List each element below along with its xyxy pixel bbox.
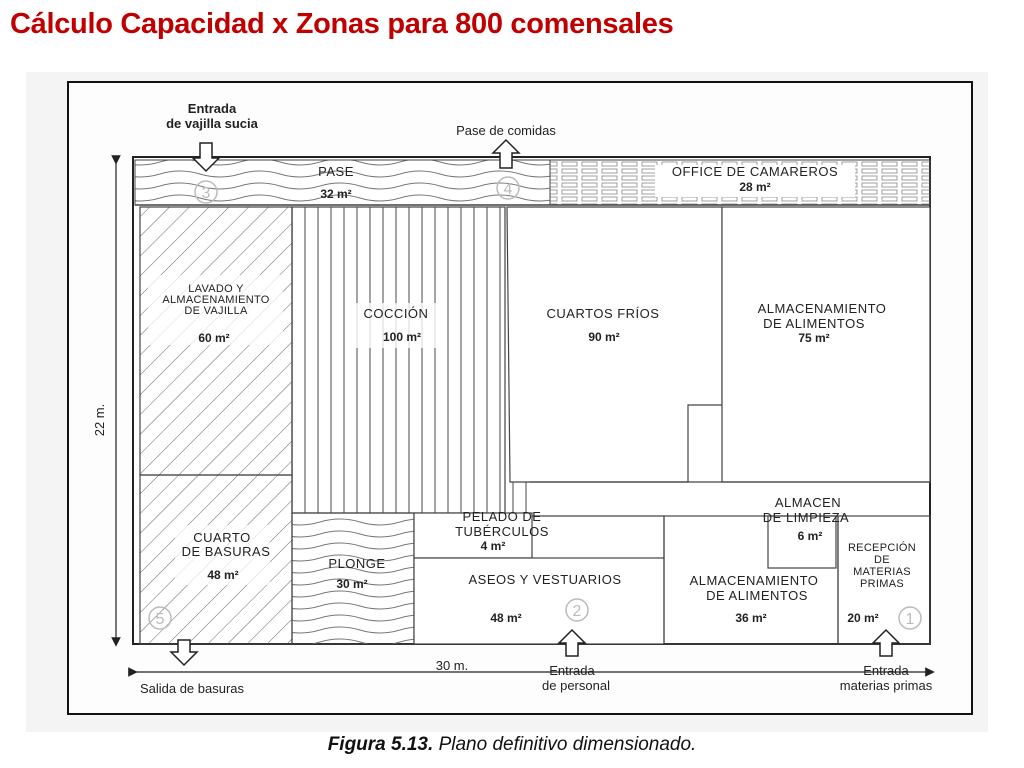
raw-materials-entry-line2: materias primas (840, 678, 933, 693)
zone-almacenamiento-1 (721, 206, 931, 483)
pase-label: PASE (318, 164, 354, 179)
zone-number-circle (898, 606, 922, 630)
figure-caption: Figura 5.13. Plano definitivo dimensiona… (0, 734, 1024, 756)
zone-number-circle (148, 606, 172, 630)
zone-number-circle (194, 180, 218, 204)
recepcion-line4: PRIMAS (860, 578, 904, 590)
pelado-area: 4 m² (481, 539, 506, 553)
almac-2-line2: DE ALIMENTOS (706, 588, 808, 603)
recepcion-line2: DE (874, 554, 890, 566)
zone-number-3: 3 (202, 185, 211, 202)
food-pass-label: Pase de comidas (456, 123, 556, 138)
almac-2-area: 36 m² (735, 611, 766, 625)
staff-entry-line2: de personal (542, 678, 610, 693)
coccion-area: 100 m² (383, 330, 421, 344)
coccion-label: COCCIÓN (364, 306, 429, 321)
limpieza-line1: ALMACEN (775, 495, 841, 510)
zone-number-circle (565, 598, 589, 622)
zone-plonge (291, 512, 415, 645)
cuartos-frios-area: 90 m² (588, 330, 619, 344)
entry-dirty-dishes-line2: de vajilla sucia (166, 116, 259, 131)
cuartos-frios-label: CUARTOS FRÍOS (547, 306, 660, 321)
arrow-up-icon (871, 628, 901, 657)
almac-1-line1: ALMACENAMIENTO (758, 301, 887, 316)
slide-title: Cálculo Capacidad x Zonas para 800 comen… (10, 8, 674, 40)
almac-1-area: 75 m² (798, 331, 829, 345)
basuras-area: 48 m² (207, 568, 238, 582)
recepcion-line3: MATERIAS (853, 566, 911, 578)
width-label: 30 m. (436, 658, 469, 673)
lavado-line1: LAVADO Y (188, 283, 244, 295)
figure-number: Figura 5.13. (327, 734, 434, 755)
zone-number-4: 4 (504, 181, 513, 198)
pelado-line2: TUBÉRCULOS (455, 524, 549, 539)
zone-number-5: 5 (156, 611, 165, 628)
entry-dirty-dishes-line1: Entrada (188, 101, 237, 116)
basuras-line1: CUARTO (193, 530, 250, 545)
arrow-up-icon (557, 628, 587, 657)
almac-1-line2: DE ALIMENTOS (763, 316, 865, 331)
lavado-line2: ALMACENAMIENTO (162, 294, 269, 306)
height-label: 22 m. (92, 404, 107, 437)
arrow-up-icon (491, 138, 521, 169)
zone-pelado (413, 512, 533, 559)
zone-almacen-limpieza (767, 515, 837, 569)
plonge-label: PLONGE (328, 556, 385, 571)
trash-exit-label: Salida de basuras (140, 681, 245, 696)
plonge-area: 30 m² (336, 577, 367, 591)
office-area: 28 m² (739, 180, 770, 194)
aseos-area: 48 m² (490, 611, 521, 625)
pase-area: 32 m² (320, 187, 351, 201)
zone-number-circle (496, 176, 520, 200)
lavado-line3: DE VAJILLA (184, 305, 248, 317)
limpieza-line2: DE LIMPIEZA (763, 510, 849, 525)
zone-aseos (413, 557, 665, 645)
staff-entry-line1: Entrada (549, 663, 595, 678)
zone-coccion (291, 206, 506, 514)
zone-number-2: 2 (573, 603, 582, 620)
limpieza-area: 6 m² (798, 529, 823, 543)
raw-materials-entry-line1: Entrada (863, 663, 909, 678)
almac-2-line1: ALMACENAMIENTO (690, 573, 819, 588)
recepcion-area: 20 m² (847, 611, 878, 625)
recepcion-line1: RECEPCIÓN (848, 541, 916, 554)
aseos-label: ASEOS Y VESTUARIOS (468, 572, 621, 587)
lavado-area: 60 m² (198, 331, 229, 345)
arrow-down-icon (191, 142, 221, 173)
zone-number-1: 1 (906, 611, 915, 628)
figure-text: Plano definitivo dimensionado. (438, 734, 697, 755)
basuras-line2: DE BASURAS (182, 544, 271, 559)
arrow-down-icon (169, 639, 199, 667)
pelado-line1: PELADO DE (463, 509, 542, 524)
office-label: OFFICE DE CAMAREROS (672, 164, 838, 179)
